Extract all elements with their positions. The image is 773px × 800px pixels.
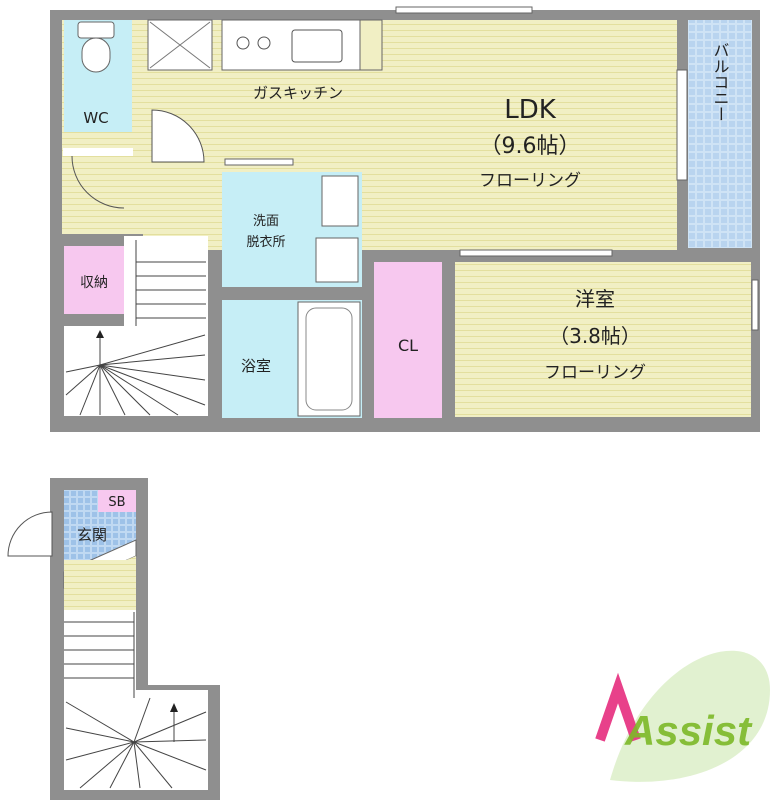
shoe-box-label: SB: [108, 495, 125, 510]
ldk-door-swing: [151, 109, 205, 163]
upper-staircase: [124, 236, 208, 416]
entrance-label: 玄関: [77, 526, 107, 544]
closet: [374, 262, 442, 418]
closet-label: CL: [398, 336, 418, 355]
burner-icon: [236, 36, 250, 50]
wc-label: WC: [83, 109, 108, 127]
shoe-box: [98, 490, 136, 512]
ldk-flooring: フローリング: [479, 171, 581, 191]
storage-label: 収納: [80, 275, 108, 291]
hallway-floor: [62, 160, 206, 234]
toilet-bowl-icon: [81, 37, 111, 73]
burner-icon: [257, 36, 271, 50]
balcony-window: [676, 69, 688, 181]
upper-floor: [50, 6, 760, 432]
bath-label: 浴室: [241, 357, 271, 375]
western-room-size: （3.8帖）: [549, 324, 641, 348]
washroom-label-2: 脱衣所: [246, 234, 285, 250]
lower-floor: [7, 478, 220, 800]
entrance-door-swing: [7, 511, 53, 557]
western-room-label: 洋室: [575, 287, 615, 311]
western-room-floor: [455, 262, 751, 417]
western-room-flooring: フローリング: [544, 363, 646, 383]
top-window: [395, 6, 533, 14]
ldk-label: LDK: [504, 95, 557, 125]
washroom-label-1: 洗面: [253, 214, 279, 229]
assist-logo: Assist: [595, 650, 770, 782]
ldk-size: （9.6帖）: [480, 134, 581, 159]
sink-icon: [291, 29, 343, 63]
washing-machine-pan: [315, 237, 359, 283]
storage-room: [64, 246, 124, 314]
logo-text: Assist: [624, 707, 753, 754]
toilet-tank: [77, 21, 115, 39]
balcony-label: バルコニー: [711, 42, 730, 122]
balcony-floor: [688, 20, 752, 248]
vanity-sink: [321, 175, 359, 227]
kitchen-label: ガスキッチン: [253, 84, 343, 102]
